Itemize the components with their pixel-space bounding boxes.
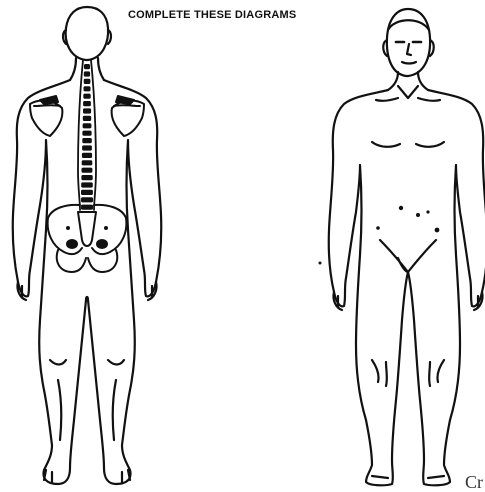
vertebra [83, 108, 91, 113]
vertebra [83, 123, 92, 128]
vertebra [83, 116, 91, 121]
front-hairline [388, 20, 429, 30]
front-knee-left-b [386, 362, 387, 386]
front-body-outline-right [408, 90, 485, 485]
front-head [387, 9, 430, 76]
front-mark [376, 226, 380, 230]
vertebrae [81, 64, 93, 210]
front-mark [426, 210, 429, 213]
front-foot-right [428, 476, 444, 478]
front-mark [319, 262, 322, 265]
front-chest-right [416, 142, 444, 147]
obturator-left [67, 240, 77, 248]
shoulder-shade-right [116, 96, 134, 104]
vertebra [84, 71, 90, 76]
pelvis-dot-left [66, 226, 70, 230]
vertebra [83, 94, 90, 99]
vertebra [82, 131, 91, 136]
front-mouth [402, 62, 416, 64]
pelvis [48, 205, 127, 272]
vertebra [82, 145, 92, 150]
front-nose [407, 44, 411, 55]
back-knee-left [50, 360, 66, 365]
pelvis-dot-right [104, 226, 108, 230]
front-mark [435, 228, 440, 233]
shoulder-shade-left [40, 96, 58, 104]
front-neck [388, 72, 428, 90]
front-groin [380, 240, 436, 272]
back-crotch [86, 297, 88, 300]
front-neck-v [398, 86, 418, 98]
back-knee-right [108, 360, 124, 365]
scapula-right-spine [114, 105, 140, 106]
front-knee-right-b [429, 362, 430, 386]
front-knee-left-a [372, 360, 379, 382]
vertebra [82, 160, 93, 165]
vertebra [82, 138, 92, 143]
vertebra [83, 101, 91, 106]
back-calf-left [58, 380, 61, 440]
front-view-figure [329, 9, 485, 485]
vertebra [81, 182, 93, 187]
back-body-outline-right [88, 80, 161, 484]
vertebra [82, 153, 92, 158]
vertebra [81, 205, 93, 210]
vertebra [84, 79, 91, 84]
corner-text-fragment: Cr [465, 473, 483, 491]
front-clavicle-left [376, 98, 398, 101]
front-chest-left [372, 142, 400, 147]
front-knee-right-a [437, 360, 444, 382]
vertebra [81, 197, 93, 202]
back-calf-right [113, 380, 116, 440]
vertebra [81, 175, 92, 180]
back-body-outline-left [13, 80, 86, 484]
front-foot-left [372, 476, 388, 478]
sacrum [78, 212, 96, 246]
back-head [66, 7, 108, 60]
vertebra [84, 64, 90, 69]
front-clavicle-right [418, 98, 440, 101]
front-mark [416, 213, 420, 217]
vertebra [84, 86, 91, 91]
obturator-right [97, 240, 107, 248]
scapula-left-spine [34, 105, 60, 106]
front-mark [399, 206, 403, 210]
front-body-outline-left [329, 90, 408, 485]
vertebra [82, 168, 93, 173]
vertebra [81, 190, 93, 195]
